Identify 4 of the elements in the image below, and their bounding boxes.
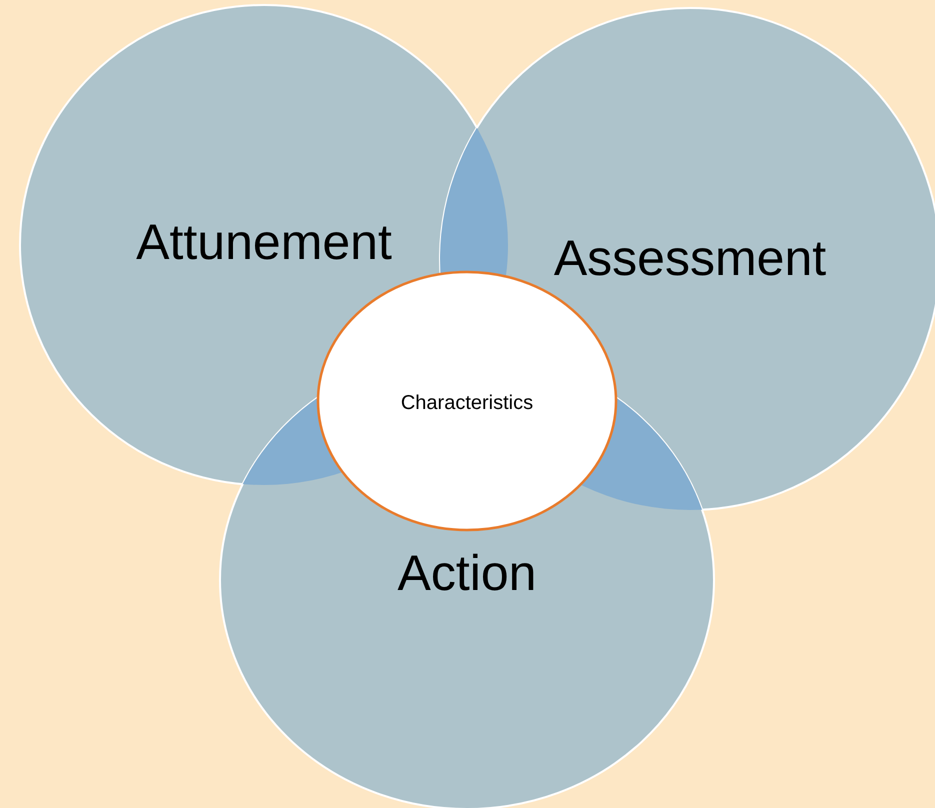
circle-label: Action [398, 544, 536, 602]
circle-label: Attunement [136, 213, 392, 271]
center-label: Characteristics [400, 392, 534, 414]
circle-label: Assessment [554, 229, 826, 287]
